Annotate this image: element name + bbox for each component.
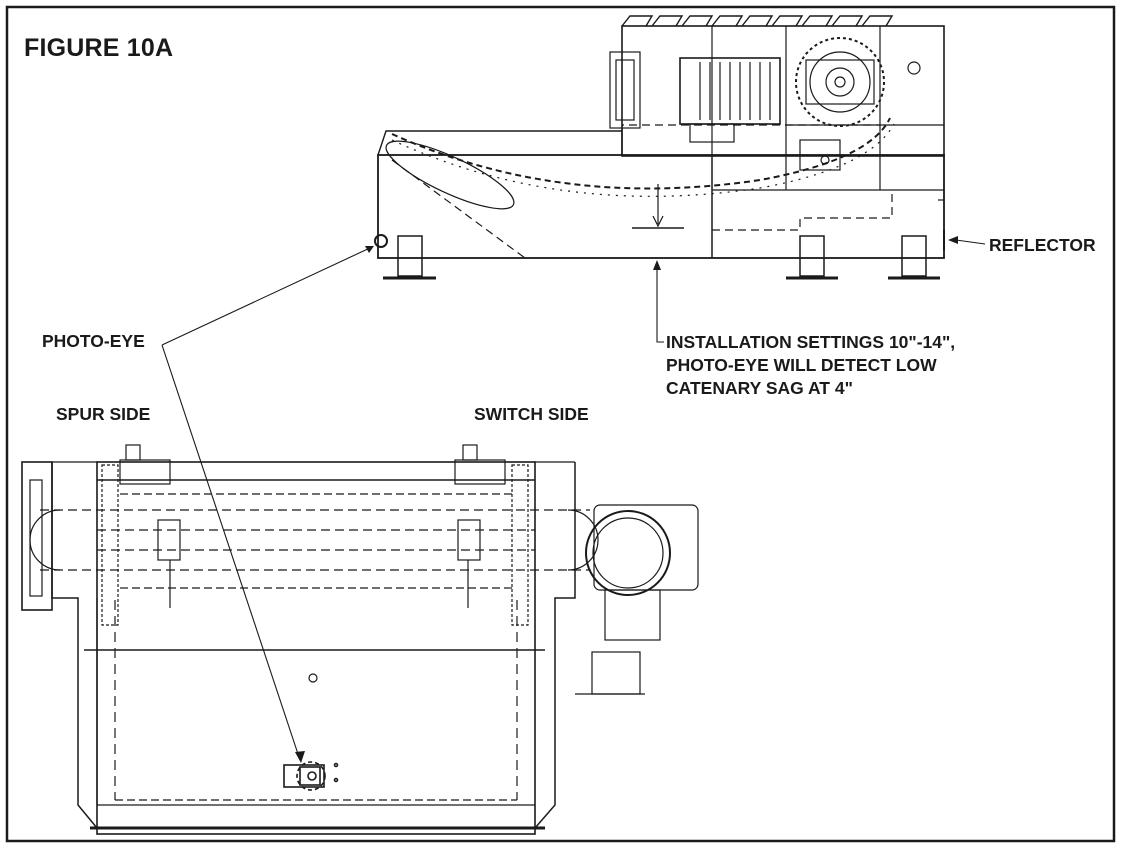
- drive-housing: [621, 25, 945, 157]
- end-photo-eye-sensor: [283, 761, 339, 791]
- end-drive-motor: [575, 504, 699, 695]
- photo-eye-sensor: [374, 234, 388, 248]
- support-feet: [383, 235, 940, 280]
- figure-title: FIGURE 10A: [24, 34, 174, 62]
- drive-sprocket: [795, 37, 885, 127]
- reflector-label: REFLECTOR: [989, 235, 1096, 255]
- installation-note-line-1: INSTALLATION SETTINGS 10"-14",: [666, 332, 956, 352]
- figure-border: [5, 5, 1116, 843]
- leader-lines: [161, 236, 986, 763]
- top-pusher-dogs: [621, 15, 894, 27]
- conveyor-body: [377, 154, 945, 259]
- installation-note: INSTALLATION SETTINGS 10"-14", PHOTO-EYE…: [666, 331, 955, 400]
- end-elevation-view: [21, 444, 699, 835]
- side-elevation-view: [374, 15, 945, 280]
- photo-eye-label: PHOTO-EYE: [42, 331, 145, 351]
- installation-note-line-3: CATENARY SAG AT 4": [666, 378, 853, 398]
- spur-side-label: SPUR SIDE: [56, 404, 151, 424]
- drive-motor: [679, 57, 781, 143]
- switch-side-label: SWITCH SIDE: [474, 404, 589, 424]
- catenary-chain: [391, 117, 891, 190]
- installation-note-line-2: PHOTO-EYE WILL DETECT LOW: [666, 355, 937, 375]
